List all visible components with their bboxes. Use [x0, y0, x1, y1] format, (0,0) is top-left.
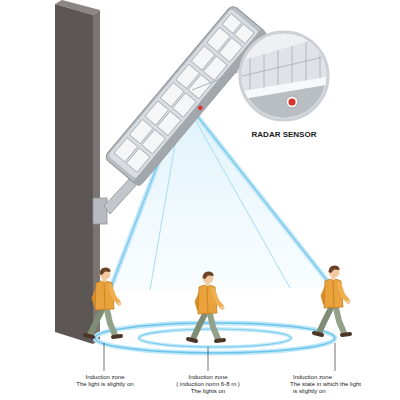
pedestrians — [85, 265, 351, 341]
sensor-callout — [238, 32, 332, 130]
radar-cone — [110, 98, 333, 290]
zone-note: is slightly on — [293, 388, 326, 395]
zone-note: Induction zone — [85, 374, 124, 381]
callout-leader — [192, 70, 243, 90]
zone-note: The light is slightly on — [76, 381, 133, 388]
wall — [55, 0, 100, 344]
zone-note: Induction zone — [293, 374, 332, 381]
mounting-arm — [93, 176, 139, 224]
zone-note: The lights on — [191, 388, 225, 395]
zone-note: ( induction norm 6-8 m ) — [176, 381, 240, 388]
note-leaders — [104, 343, 335, 371]
zone-note: Induction zone — [188, 374, 227, 381]
callout-label: RADAR SENSOR — [252, 130, 317, 139]
zone-note: The state in which the light — [290, 381, 361, 388]
